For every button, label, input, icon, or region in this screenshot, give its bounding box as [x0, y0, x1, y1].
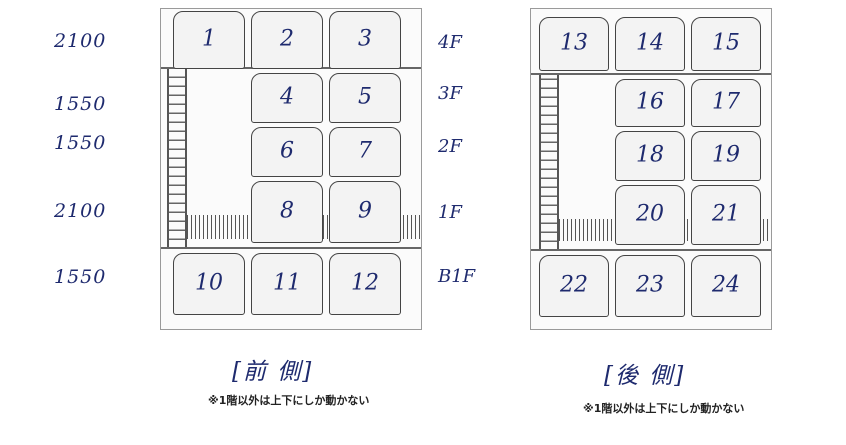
- front-stair: [167, 69, 187, 249]
- parking-space-19: 19: [691, 131, 761, 181]
- height-label-3f: 1550: [54, 93, 107, 115]
- parking-space-9: 9: [329, 181, 401, 243]
- height-label-b1f: 1550: [54, 266, 107, 288]
- parking-space-22: 22: [539, 255, 609, 317]
- front-note: ※1階以外は上下にしか動かない: [208, 394, 370, 407]
- parking-space-3: 3: [329, 11, 401, 69]
- height-label-4f: 2100: [54, 30, 107, 52]
- floor-label-1f: 1F: [438, 202, 462, 223]
- parking-space-11: 11: [251, 253, 323, 315]
- parking-space-24: 24: [691, 255, 761, 317]
- parking-space-18: 18: [615, 131, 685, 181]
- parking-space-13: 13: [539, 17, 609, 71]
- rear-stair: [539, 75, 559, 251]
- parking-space-21: 21: [691, 185, 761, 245]
- floor-label-b1f: B1F: [438, 266, 476, 287]
- floor-label-3f: 3F: [438, 83, 462, 104]
- front-caption: [前 側]: [232, 359, 314, 385]
- parking-space-7: 7: [329, 127, 401, 177]
- parking-space-14: 14: [615, 17, 685, 71]
- height-label-2f: 1550: [54, 132, 107, 154]
- parking-space-5: 5: [329, 73, 401, 123]
- parking-space-2: 2: [251, 11, 323, 69]
- parking-space-23: 23: [615, 255, 685, 317]
- rear-caption: [後 側]: [604, 363, 686, 389]
- parking-space-15: 15: [691, 17, 761, 71]
- parking-space-1: 1: [173, 11, 245, 69]
- parking-space-17: 17: [691, 79, 761, 127]
- parking-space-4: 4: [251, 73, 323, 123]
- front-beam-ground: [161, 247, 421, 249]
- floor-label-2f: 2F: [438, 136, 462, 157]
- parking-space-6: 6: [251, 127, 323, 177]
- rear-parking-diagram: 13 14 15 16 17 18 19 20 21 22 23 24: [530, 8, 772, 330]
- floor-label-4f: 4F: [438, 32, 462, 53]
- parking-space-20: 20: [615, 185, 685, 245]
- front-parking-diagram: 1 2 3 4 5 6 7 8 9 10 11 12: [160, 8, 422, 330]
- rear-beam-3f: [531, 73, 771, 75]
- parking-space-10: 10: [173, 253, 245, 315]
- parking-space-8: 8: [251, 181, 323, 243]
- rear-note: ※1階以外は上下にしか動かない: [583, 402, 745, 415]
- height-label-1f: 2100: [54, 200, 107, 222]
- parking-space-16: 16: [615, 79, 685, 127]
- rear-beam-ground: [531, 249, 771, 251]
- parking-space-12: 12: [329, 253, 401, 315]
